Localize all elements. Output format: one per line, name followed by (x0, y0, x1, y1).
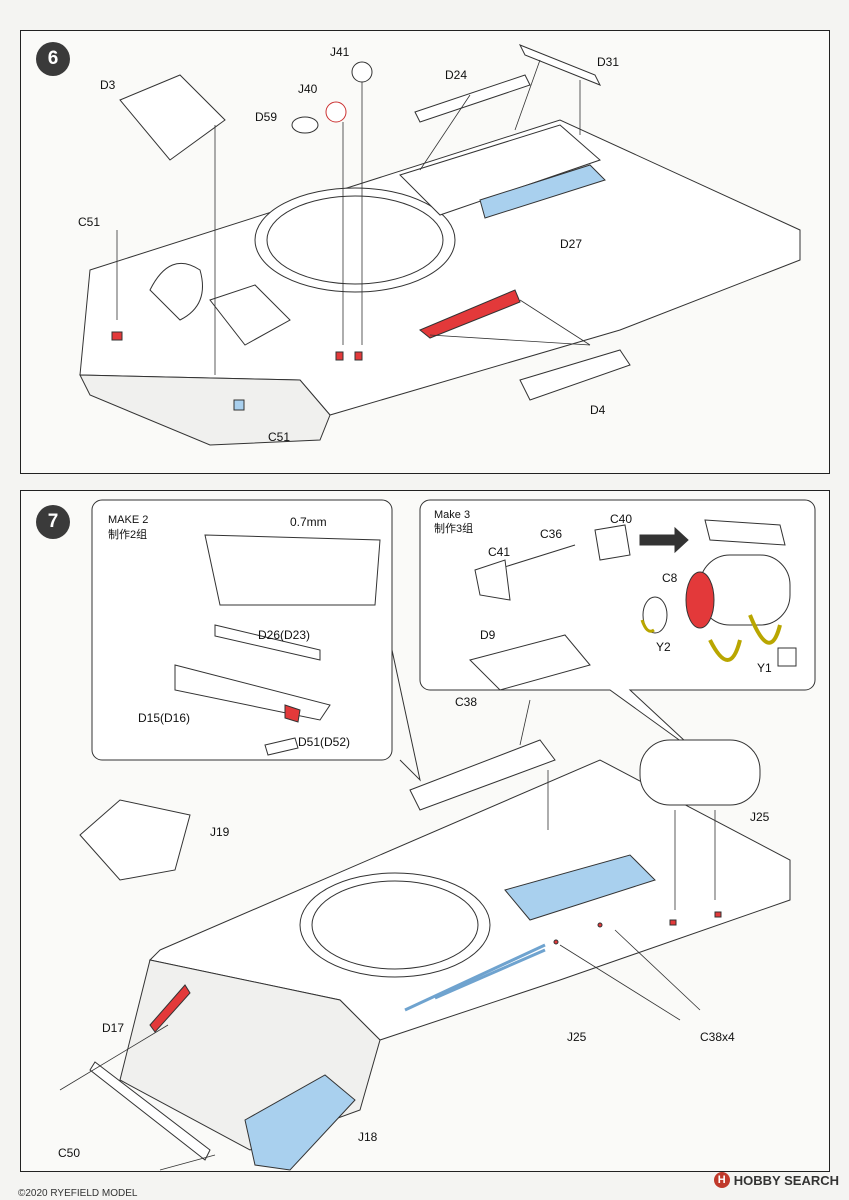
label-d27: D27 (560, 237, 583, 251)
label-d24: D24 (445, 68, 468, 82)
make2-title-cn: 制作2组 (108, 529, 148, 541)
label-j19: J19 (210, 825, 230, 839)
make3-bracket (704, 519, 786, 546)
step6-d31-part (518, 44, 602, 86)
step7-d17-rail (89, 1061, 211, 1161)
step7-blue-rod-b (434, 948, 546, 1000)
step6-d59-part (291, 116, 319, 134)
step6-leader-lines (116, 59, 591, 375)
step7-j18-blue (244, 1074, 356, 1171)
step7-blue-engine-part (504, 854, 656, 921)
step6-j40-red-b (354, 351, 363, 361)
label-y1: Y1 (757, 661, 772, 675)
make3-title-cn: 制作3组 (434, 523, 474, 535)
label-y2: Y2 (656, 640, 671, 654)
step7-red-dot-2 (597, 922, 603, 928)
make2-pointer (391, 649, 421, 782)
step7-blue-rod-a (404, 943, 546, 1012)
make3-c41 (474, 559, 511, 601)
make3-c8-part (642, 596, 668, 634)
step6-d4-part (419, 289, 521, 339)
label-c40: C40 (610, 512, 633, 526)
make3-drum-cap (685, 571, 715, 629)
step-6-number: 6 (36, 42, 70, 76)
make2-d26-bar (214, 624, 321, 661)
label-d31: D31 (597, 55, 620, 69)
make2-plate-top (204, 534, 381, 606)
step6-c51-part-bottom (233, 399, 245, 411)
make3-y2-strap (640, 619, 655, 633)
step6-d3-grille (119, 74, 226, 161)
step7-red-mark-1 (669, 919, 677, 926)
label-c51-top: C51 (78, 215, 101, 229)
make2-red-tip (284, 704, 301, 723)
step7-leader-lines (59, 699, 716, 1171)
make2-d15-plate (174, 664, 331, 721)
step6-j41-part (351, 61, 373, 83)
make3-c40 (594, 524, 631, 561)
label-c41: C41 (488, 545, 511, 559)
label-d15-d16: D15(D16) (138, 711, 191, 725)
step7-fuel-drum (639, 739, 761, 806)
step6-driver-hatch (209, 284, 291, 346)
step7-red-mark-2 (714, 911, 722, 918)
step6-d4-bracket (519, 349, 631, 401)
step6-turret-ring (254, 187, 456, 293)
label-c50: C50 (58, 1146, 81, 1160)
label-j41: J41 (330, 45, 350, 59)
make3-c36-rod (494, 544, 576, 571)
label-c36: C36 (540, 527, 563, 541)
step7-red-strip (149, 984, 191, 1033)
step7-c38-grille (409, 739, 556, 811)
step6-d24-part (414, 74, 531, 123)
label-j25-right: J25 (750, 810, 770, 824)
watermark: H HOBBY SEARCH (713, 1172, 839, 1188)
label-j25-bottom: J25 (567, 1030, 587, 1044)
label-d59: D59 (255, 110, 278, 124)
step7-turret-ring (299, 872, 491, 978)
hobby-search-logo-icon: H (713, 1172, 730, 1188)
step7-d9-plate (469, 634, 591, 691)
step-7-number: 7 (36, 505, 70, 539)
step6-j40-part (325, 101, 347, 123)
label-d9: D9 (480, 628, 496, 642)
label-d3: D3 (100, 78, 116, 92)
step7-red-dot-1 (553, 939, 559, 945)
label-c8: C8 (662, 571, 678, 585)
watermark-text: HOBBY SEARCH (733, 1172, 839, 1188)
step6-d27-part (479, 164, 606, 219)
step6-engine-deck (399, 124, 601, 216)
step6-hatch (149, 262, 203, 321)
make2-drill-size: 0.7mm (290, 515, 327, 529)
step6-hull-front (79, 374, 331, 446)
step6-j40-red-a (335, 351, 344, 361)
make3-y1-strap-a (708, 639, 742, 662)
make3-title-en: Make 3 (434, 509, 471, 521)
step6-c51-red (111, 331, 123, 341)
label-d51-d52: D51(D52) (298, 735, 351, 749)
label-d17: D17 (102, 1021, 125, 1035)
label-j18: J18 (358, 1130, 378, 1144)
copyright-text: ©2020 RYEFIELD MODEL (18, 1188, 138, 1199)
make3-arrow (639, 526, 689, 554)
make2-d51 (264, 737, 299, 756)
label-c51-bottom: C51 (268, 430, 291, 444)
make3-note-icon (777, 647, 797, 667)
make2-title-en: MAKE 2 (108, 514, 149, 526)
label-c38x4: C38x4 (700, 1030, 735, 1044)
label-j40: J40 (298, 82, 318, 96)
label-c38: C38 (455, 695, 478, 709)
make3-y1-strap-b (748, 614, 782, 645)
label-d4: D4 (590, 403, 606, 417)
step7-j19-box (79, 799, 191, 881)
label-d26-d23: D26(D23) (258, 628, 311, 642)
